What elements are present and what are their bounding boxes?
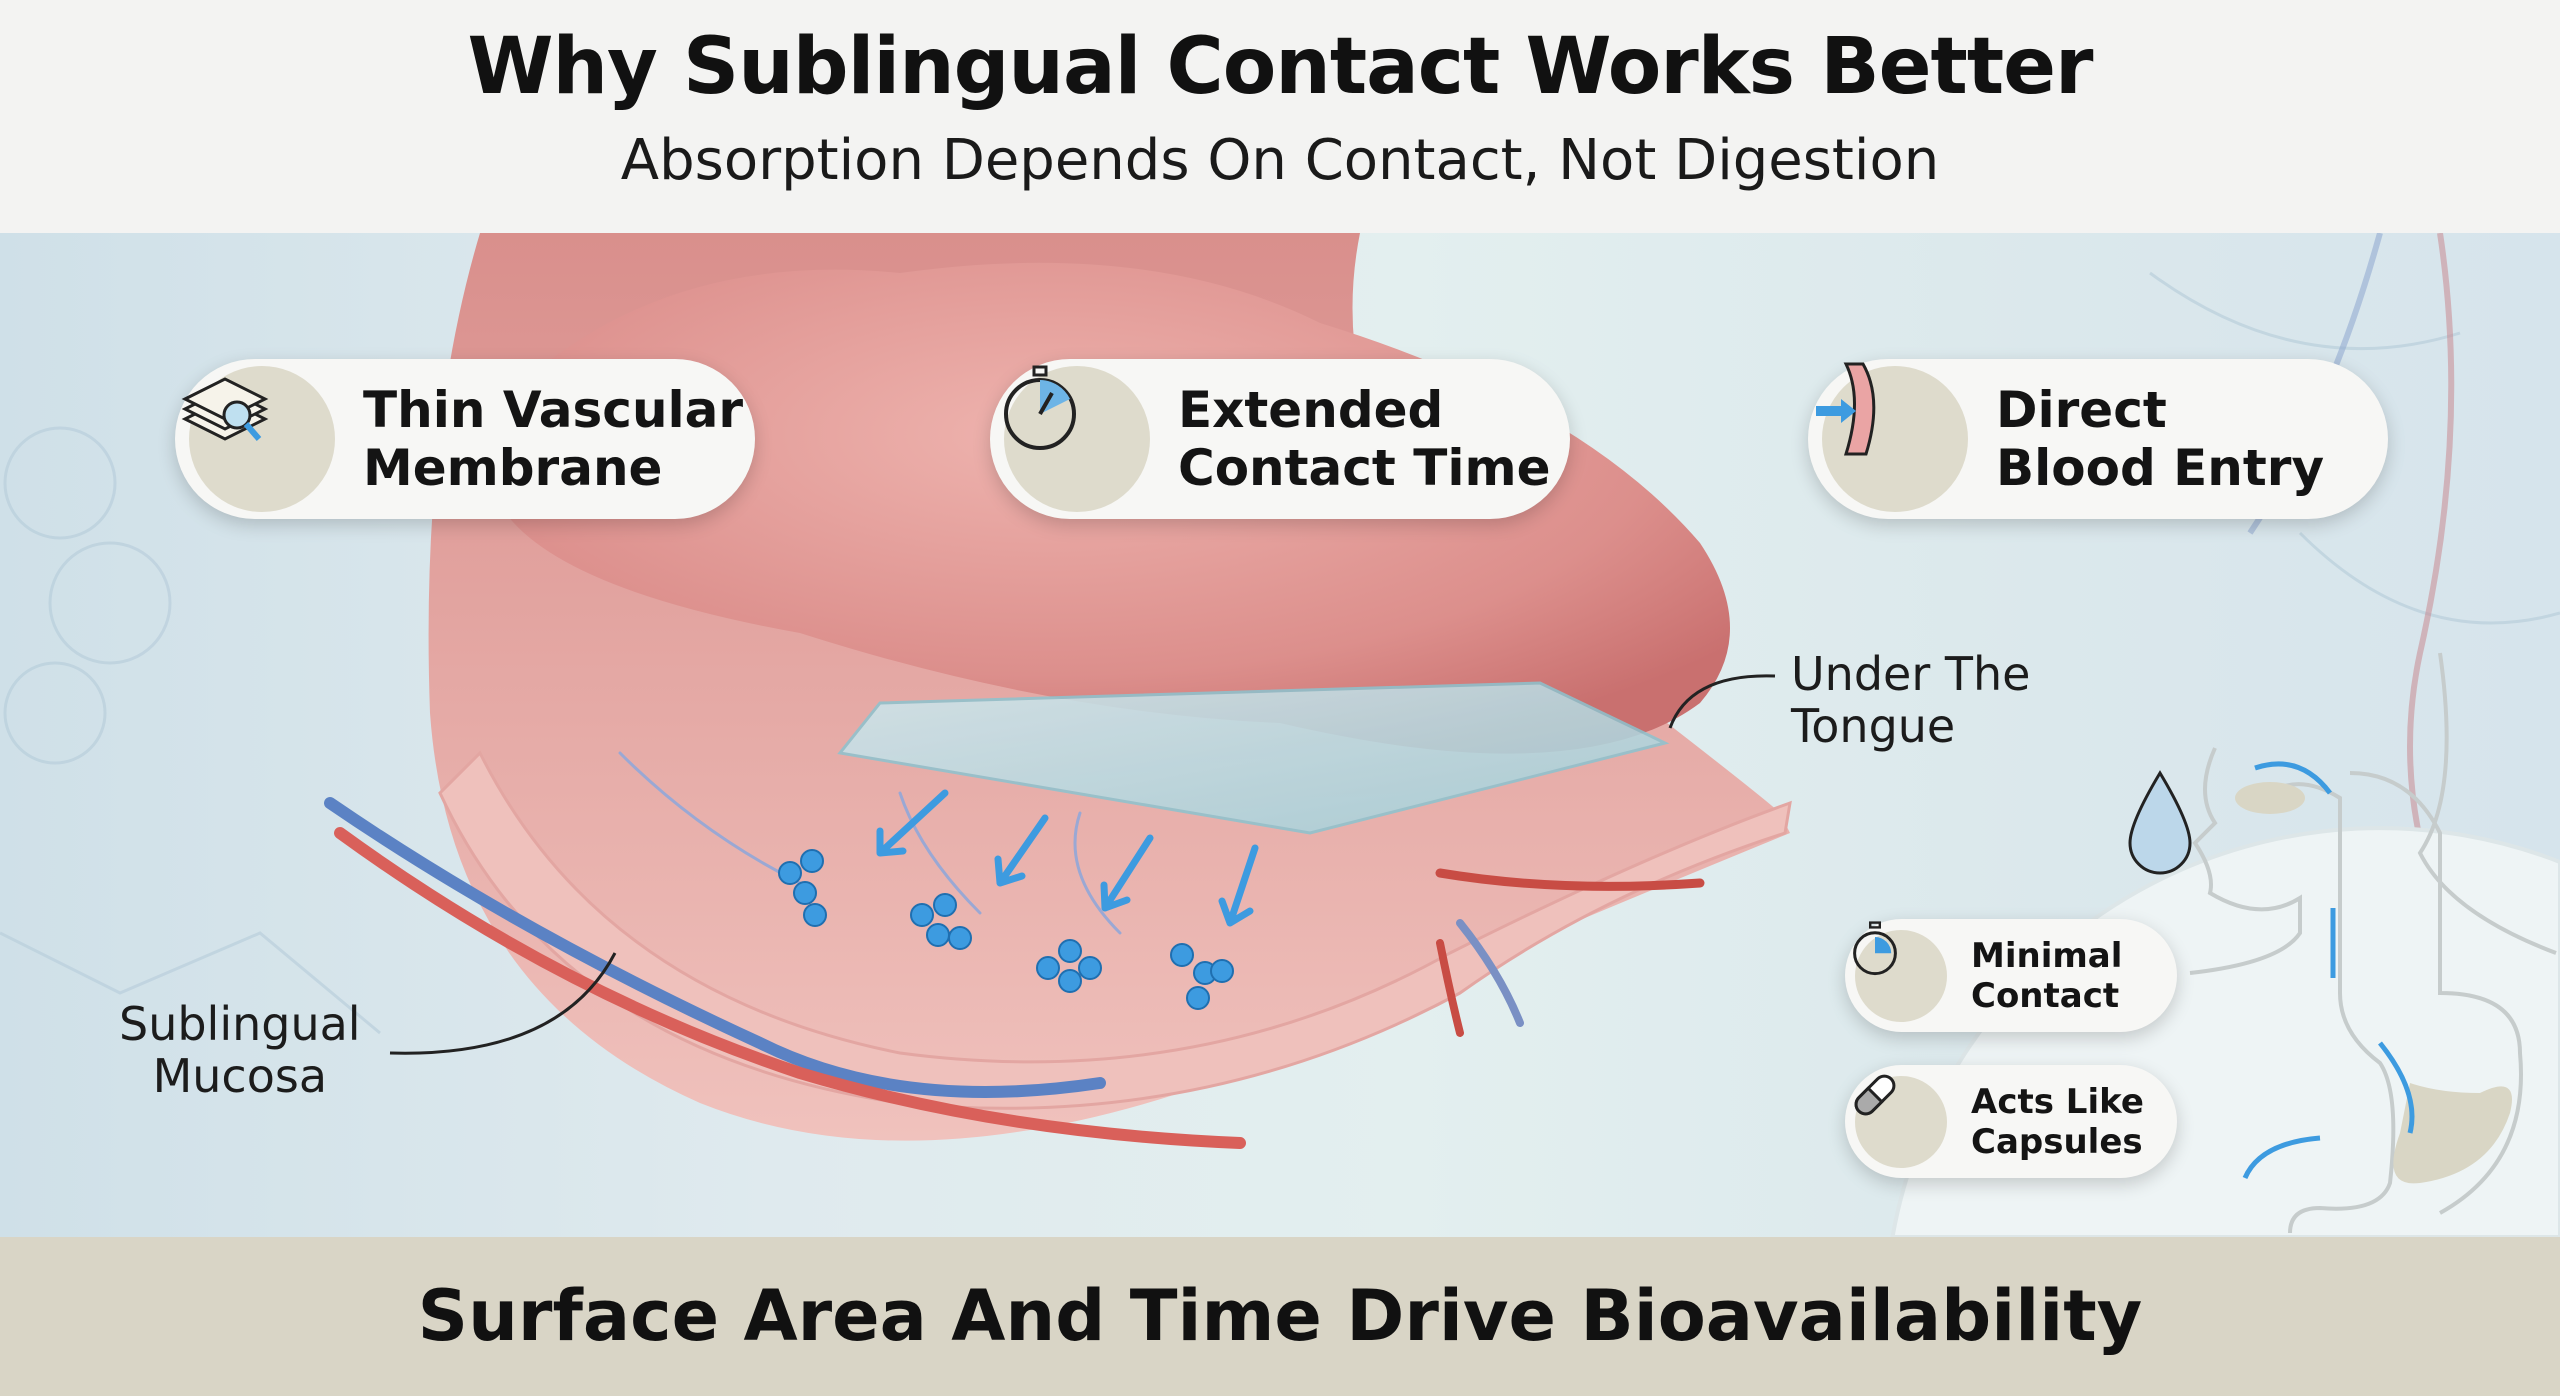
water-drop-icon	[2128, 770, 2192, 875]
layered-membrane-magnifier-icon	[181, 366, 335, 512]
digestive-tract-diagram	[2189, 652, 2557, 1234]
capsule-icon	[1854, 1074, 1947, 1168]
sublingual-film	[837, 681, 1670, 835]
footer-banner: Surface Area And Time Drive Bioavailabil…	[0, 1237, 2560, 1396]
background-cells	[0, 271, 2560, 1035]
sublingual-mucosa	[438, 750, 1792, 1110]
blood-vessel-arrow-icon	[1816, 362, 1968, 512]
drug-molecules	[778, 849, 1234, 1010]
under-tongue-leader	[1668, 674, 1776, 729]
stopwatch-icon	[1004, 365, 1150, 512]
stomach	[2393, 1083, 2512, 1184]
absorption-arrows	[876, 789, 1259, 927]
page-title: Why Sublingual Contact Works Better	[467, 22, 2093, 112]
blood-vessels	[324, 751, 1705, 1149]
page-subtitle: Absorption Depends On Contact, Not Diges…	[620, 128, 1940, 193]
mouth-content	[2235, 782, 2305, 814]
stopwatch-small-icon	[1853, 921, 1947, 1022]
digestion-arrows	[2242, 761, 2415, 1180]
footer-text: Surface Area And Time Drive Bioavailabil…	[417, 1275, 2143, 1357]
mucosa-leader	[389, 952, 617, 1055]
header: Why Sublingual Contact Works Better Abso…	[0, 0, 2560, 233]
